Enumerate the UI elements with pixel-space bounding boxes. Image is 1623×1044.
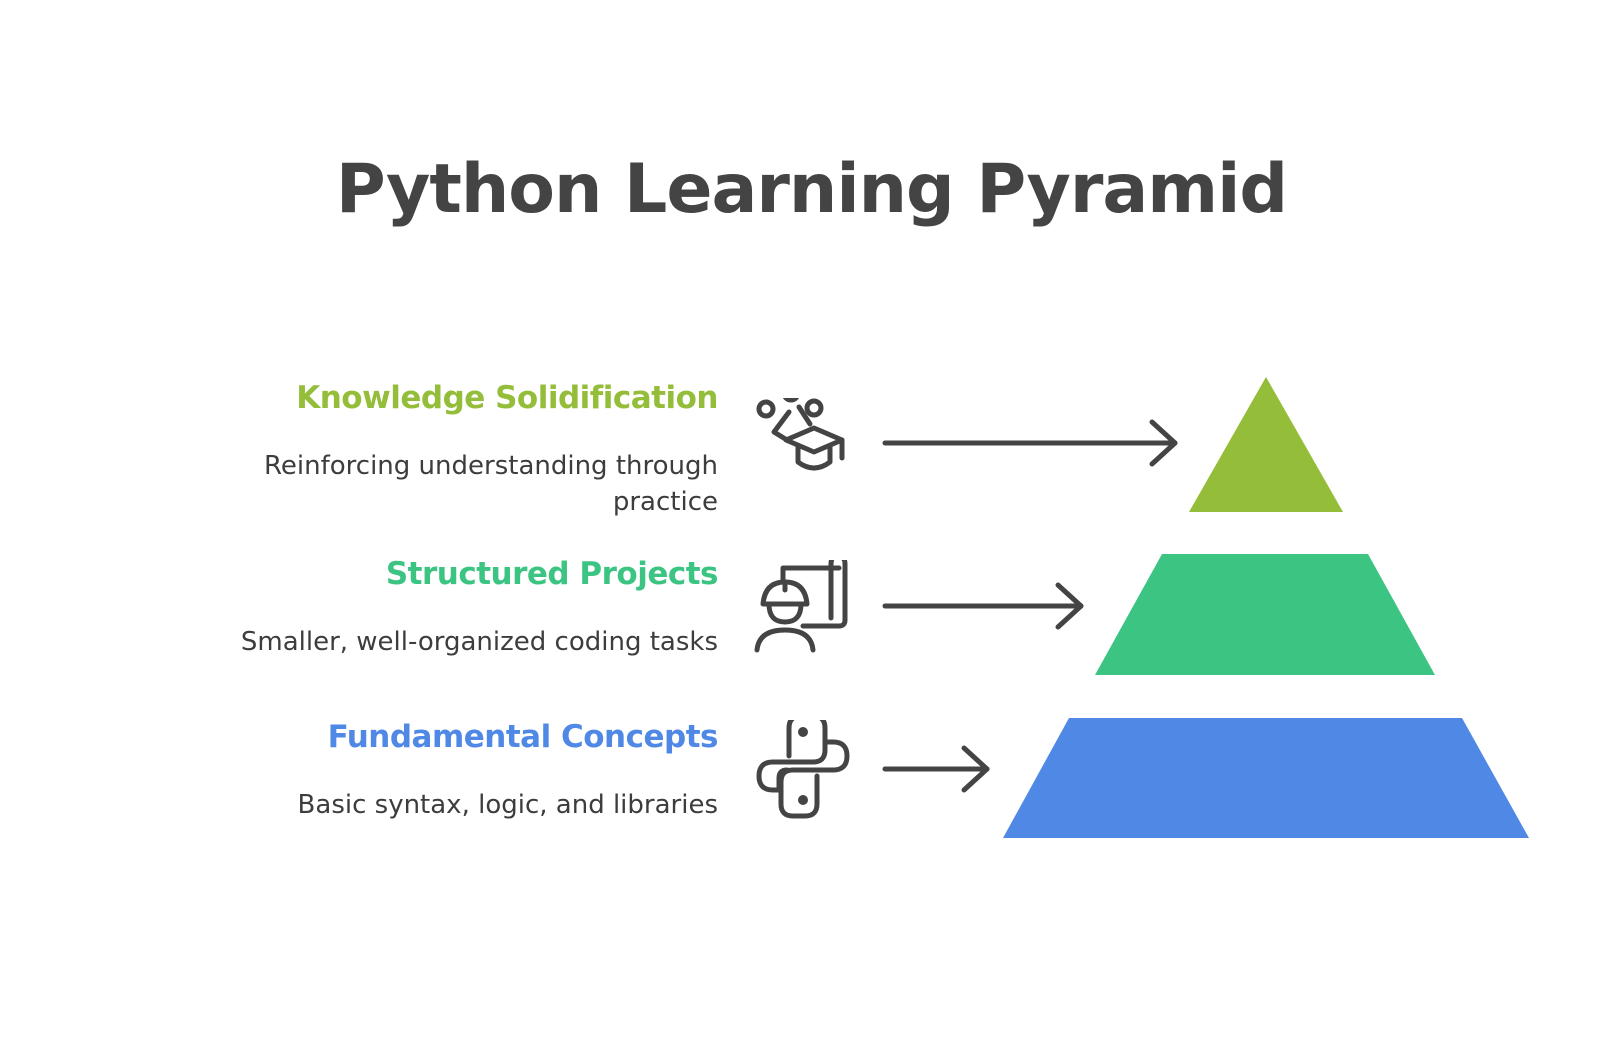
level-title: Knowledge Solidification — [296, 380, 718, 416]
level-description: Basic syntax, logic, and libraries — [297, 790, 718, 820]
arrow-top — [882, 419, 1178, 467]
python-logo-icon — [753, 720, 853, 820]
learning-graduation-cap-icon — [753, 398, 853, 498]
level-knowledge-solidification: Knowledge Solidification Reinforcing und… — [98, 378, 718, 520]
level-fundamental-concepts: Fundamental Concepts Basic syntax, logic… — [98, 717, 719, 823]
level-title: Fundamental Concepts — [327, 719, 719, 755]
level-description: Smaller, well-organized coding tasks — [240, 627, 718, 657]
arrow-bottom — [882, 745, 990, 793]
level-description: Reinforcing understanding through practi… — [264, 451, 718, 517]
pyramid-middle-tier — [1095, 554, 1435, 675]
pyramid-bottom-tier — [1003, 718, 1529, 838]
engineer-blueprint-icon — [753, 560, 853, 660]
level-title: Structured Projects — [385, 556, 719, 592]
level-structured-projects: Structured Projects Smaller, well-organi… — [98, 554, 719, 660]
page-title: Python Learning Pyramid — [335, 150, 1288, 229]
arrow-middle — [882, 582, 1084, 630]
pyramid-top-tier — [1189, 377, 1343, 512]
